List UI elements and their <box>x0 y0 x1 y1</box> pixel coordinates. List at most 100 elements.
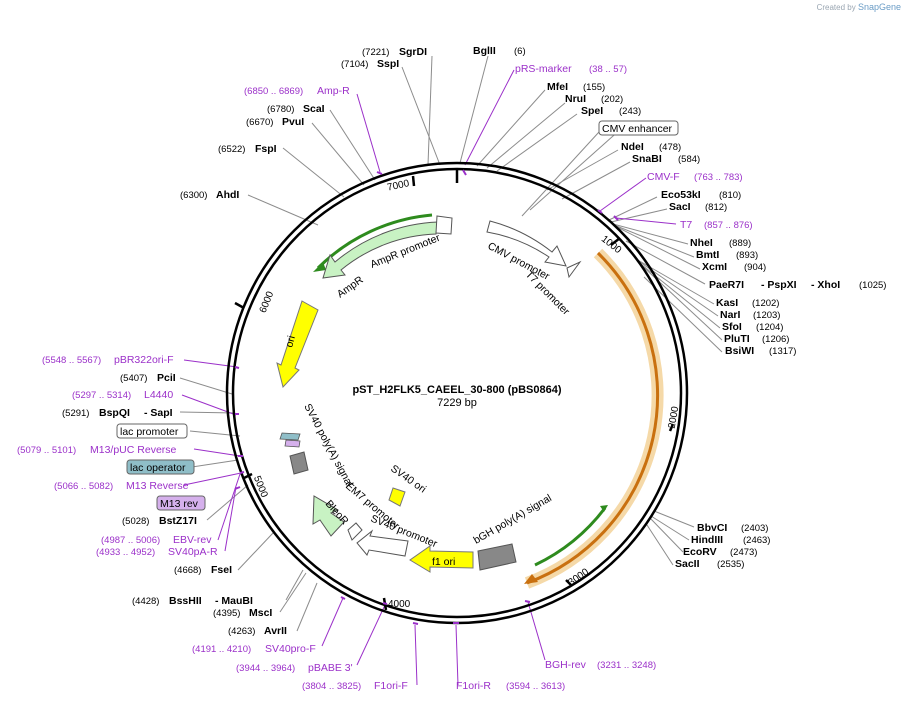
enz-ahdi-pos: (6300) <box>180 190 207 201</box>
sv40-promoter-feature <box>356 529 409 557</box>
enz-kasi-pos: (1202) <box>752 298 779 309</box>
enz-bsiwi-pos: (1317) <box>769 346 796 357</box>
enz-scai: ScaI <box>303 103 325 115</box>
lac-promoter-label: lac promoter <box>120 426 179 438</box>
bgh-polya-feature <box>477 543 517 571</box>
primer-l4440: L4440 <box>144 389 173 401</box>
enz-ecorv-pos: (2473) <box>730 547 757 558</box>
enz-bmti-pos: (893) <box>736 250 758 261</box>
enz-eco53ki: Eco53kI <box>661 189 701 201</box>
enz-bbvci: BbvCI <box>697 522 727 534</box>
primer-l4440-pos: (5297 .. 5314) <box>72 390 131 401</box>
enz-sspi-pos: (7104) <box>341 59 368 70</box>
enz-nrui-pos: (202) <box>601 94 623 105</box>
enz-pcii-pos: (5407) <box>120 373 147 384</box>
enz-scai-pos: (6780) <box>267 104 294 115</box>
primer-bgh-rev: BGH-rev <box>545 659 587 671</box>
enz-bspqi: BspQI <box>99 407 130 419</box>
lac-operator-label: lac operator <box>130 462 186 474</box>
enz-fsei-pos: (4668) <box>174 565 201 576</box>
lac-operator-feature <box>279 432 301 441</box>
cmv-promoter-feature <box>486 220 567 267</box>
enz-pluti: PluTI <box>724 333 750 345</box>
enz-msci: MscI <box>249 607 272 619</box>
tick-6000: 6000 <box>258 290 277 315</box>
enz-bglii-pos: (6) <box>514 46 526 57</box>
enz-sfoi: SfoI <box>722 321 742 333</box>
enz-fspi: FspI <box>255 143 277 155</box>
primer-amp-r-pos: (6850 .. 6869) <box>244 86 303 97</box>
enz-avrii-pos: (4263) <box>228 626 255 637</box>
leader-lines <box>179 55 723 632</box>
primer-pbr322ori-f-pos: (5548 .. 5567) <box>42 355 101 366</box>
enz-sspi: SspI <box>377 58 399 70</box>
enz-saci: SacI <box>669 201 691 213</box>
primer-sv40pa-r-pos: (4933 .. 4952) <box>96 547 155 558</box>
enz-nhei-pos: (889) <box>729 238 751 249</box>
enz-xcmi: XcmI <box>702 261 727 273</box>
ori-feature <box>276 300 319 389</box>
lac-promoter-box <box>116 423 188 439</box>
enz-pspxi: - PspXI <box>761 279 797 291</box>
credit-brand: SnapGene <box>857 2 901 12</box>
enz-bsshii-pos: (4428) <box>132 596 159 607</box>
primer-pbabe3-pos: (3944 .. 3964) <box>236 663 295 674</box>
enz-eco53ki-pos: (810) <box>719 190 741 201</box>
primer-m13puc-reverse: M13/pUC Reverse <box>90 444 177 456</box>
primer-m13puc-reverse-pos: (5079 .. 5101) <box>17 445 76 456</box>
plasmid-name: pST_H2FLK5_CAEEL_30-800 (pBS0864) <box>352 384 561 396</box>
primer-f1ori-f-pos: (3804 .. 3825) <box>302 681 361 692</box>
enz-mfei: MfeI <box>547 81 568 93</box>
label-f1-ori: f1 ori <box>432 556 455 568</box>
enz-bglii: BglII <box>473 45 496 57</box>
enz-nhei: NheI <box>690 237 713 249</box>
enz-pcii: PciI <box>157 372 176 384</box>
enz-ndei: NdeI <box>621 141 644 153</box>
enz-nari-pos: (1203) <box>753 310 780 321</box>
m13-rev-label: M13 rev <box>160 498 199 510</box>
enz-hindiii-pos: (2463) <box>743 535 770 546</box>
enz-bstz17i: BstZ17I <box>159 515 197 527</box>
enz-hindiii: HindIII <box>691 534 723 546</box>
sv40-polya-feature <box>289 451 309 475</box>
enz-sgrdi: SgrDI <box>399 46 427 58</box>
inner-orf-line <box>534 507 607 567</box>
ampr-feature <box>322 221 439 279</box>
enz-kasi: KasI <box>716 297 738 309</box>
enz-pluti-pos: (1206) <box>762 334 789 345</box>
enz-xhoi-pos: (1025) <box>859 280 886 291</box>
label-sv40-polya: SV40 poly(A) signal <box>301 402 355 489</box>
enz-xcmi-pos: (904) <box>744 262 766 273</box>
tick-3000: 3000 <box>566 566 591 588</box>
enz-sapi: - SapI <box>144 407 173 419</box>
primer-ebv-rev: EBV-rev <box>173 534 212 546</box>
t7-promoter-feature <box>566 260 582 279</box>
enz-snabi: SnaBI <box>632 153 662 165</box>
primer-sv40pro-f: SV40pro-F <box>265 643 316 655</box>
primer-t7-pos: (857 .. 876) <box>704 220 753 231</box>
enz-sgrdi-pos: (7221) <box>362 47 389 58</box>
enz-avrii: AvrII <box>264 625 287 637</box>
primer-leader-lines <box>181 69 677 686</box>
cmv-enhancer-box <box>598 120 679 136</box>
primer-pbr322ori-f: pBR322ori-F <box>114 354 174 366</box>
credit-prefix: Created by <box>816 3 856 12</box>
enz-sacii-pos: (2535) <box>717 559 744 570</box>
label-ampr: AmpR <box>335 274 366 301</box>
enz-maubi: - MauBI <box>215 595 253 607</box>
bleor-feature <box>312 495 345 537</box>
enz-paer7i: PaeR7I <box>709 279 744 291</box>
enz-fsei: FseI <box>211 564 232 576</box>
primer-sv40pa-r: SV40pA-R <box>168 546 218 558</box>
primer-f1ori-r-pos: (3594 .. 3613) <box>506 681 565 692</box>
enz-mfei-pos: (155) <box>583 82 605 93</box>
primer-marks <box>234 169 619 625</box>
enz-xhoi: - XhoI <box>811 279 840 291</box>
enz-nari: NarI <box>720 309 741 321</box>
label-ori: ori <box>283 334 298 348</box>
primer-cmv-f-pos: (763 .. 783) <box>694 172 743 183</box>
tick-4000: 4000 <box>388 599 411 610</box>
primer-bgh-rev-pos: (3231 .. 3248) <box>597 660 656 671</box>
